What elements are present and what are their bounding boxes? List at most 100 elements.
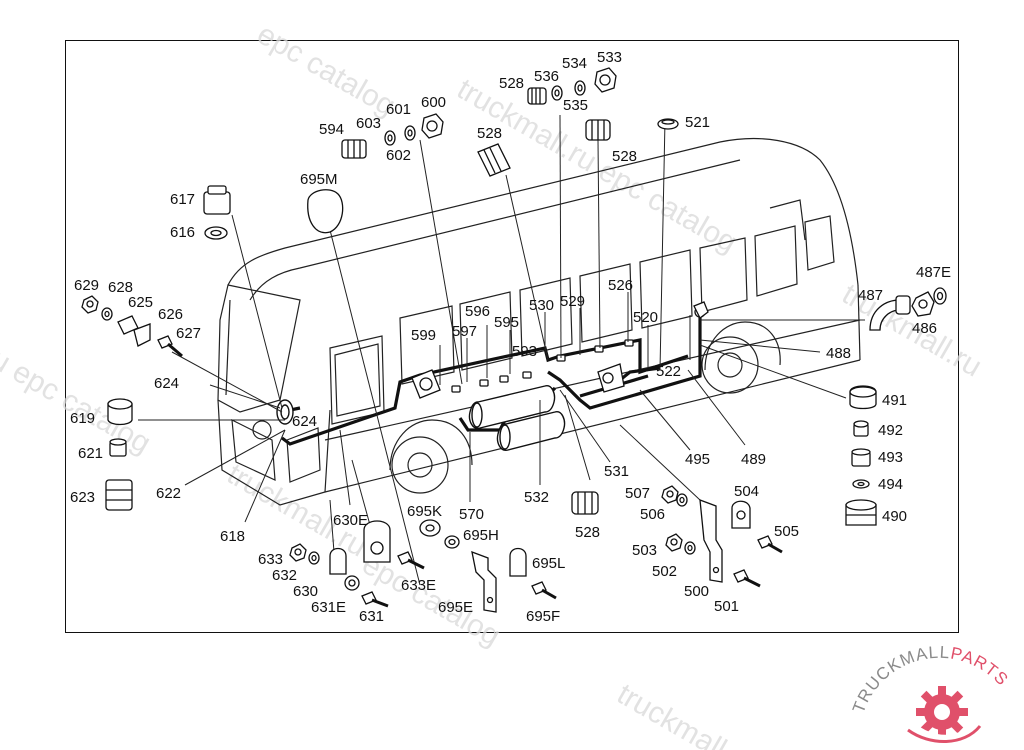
part-number-labels: 533 534 528 536 535 521 600 601 594 603 … <box>70 49 951 625</box>
ring-icon <box>404 125 416 141</box>
nut-icon <box>665 533 683 552</box>
part-label: 504 <box>734 483 759 500</box>
fitting-icon <box>571 491 599 515</box>
part-label: 570 <box>459 506 484 523</box>
part-label: 528 <box>612 148 637 165</box>
part-label: 695H <box>463 527 499 544</box>
bus-body <box>217 137 861 506</box>
part-label: 627 <box>176 325 201 342</box>
part-label: 533 <box>597 49 622 66</box>
bracket-icon <box>471 550 497 613</box>
part-label: 625 <box>128 294 153 311</box>
cap-icon <box>307 189 344 234</box>
valve-599 <box>411 369 441 399</box>
part-label: 487 <box>858 287 883 304</box>
part-label: 506 <box>640 506 665 523</box>
truckmall-parts-logo: TRUCKMALLPARTS <box>849 643 1012 743</box>
part-label: 505 <box>774 523 799 540</box>
part-label: 695K <box>407 503 442 520</box>
ring-icon <box>933 287 947 305</box>
part-label: 594 <box>319 121 344 138</box>
nut-icon <box>661 485 679 504</box>
part-label: 534 <box>562 55 587 72</box>
part-label: 491 <box>882 392 907 409</box>
connector-icon <box>107 398 133 426</box>
part-label: 488 <box>826 345 851 362</box>
part-label: 500 <box>684 583 709 600</box>
ring-icon <box>444 535 460 549</box>
part-label: 695L <box>532 555 565 572</box>
part-label: 520 <box>633 309 658 326</box>
part-label: 631E <box>311 599 346 616</box>
part-label: 528 <box>575 524 600 541</box>
part-label: 626 <box>158 306 183 323</box>
part-label: 618 <box>220 528 245 545</box>
gear-icon <box>907 686 982 743</box>
part-label: 522 <box>656 363 681 380</box>
part-label: 600 <box>421 94 446 111</box>
valve-520 <box>597 363 625 393</box>
part-label: 501 <box>714 598 739 615</box>
part-label: 632 <box>272 567 297 584</box>
part-label: 595 <box>494 314 519 331</box>
part-label: 603 <box>356 115 381 132</box>
bolt-icon <box>397 551 425 570</box>
part-label: 599 <box>411 327 436 344</box>
clamp-icon <box>657 118 679 130</box>
nut-icon <box>81 295 99 314</box>
part-label: 503 <box>632 542 657 559</box>
fitting-icon <box>341 139 367 159</box>
part-label: 495 <box>685 451 710 468</box>
part-label: 628 <box>108 279 133 296</box>
part-label: 487E <box>916 264 951 281</box>
part-label: 601 <box>386 101 411 118</box>
ring-icon <box>204 226 228 240</box>
fitting-icon <box>477 143 511 177</box>
logo-text-part2: PARTS <box>949 644 1012 690</box>
cap-icon <box>849 385 877 410</box>
part-label: 593 <box>512 343 537 360</box>
part-label: 630 <box>293 583 318 600</box>
part-label: 695M <box>300 171 338 188</box>
part-label: 630E <box>333 512 368 529</box>
nut-icon <box>594 67 617 93</box>
bolt-icon <box>733 569 761 588</box>
ring-icon <box>852 479 870 489</box>
part-label: 526 <box>608 277 633 294</box>
part-label: 597 <box>452 323 477 340</box>
watermark-text: epc catalog <box>252 17 401 122</box>
ring-icon <box>344 575 360 591</box>
nut-icon <box>911 291 935 317</box>
rear-coupling <box>693 301 709 319</box>
fitting-icon <box>527 87 547 105</box>
part-label: 695E <box>438 599 473 616</box>
part-label: 633E <box>401 577 436 594</box>
sleeve-icon <box>853 420 869 437</box>
ring-icon <box>676 493 688 507</box>
part-label: 619 <box>70 410 95 427</box>
part-label: 490 <box>882 508 907 525</box>
part-label: 532 <box>524 489 549 506</box>
part-label: 536 <box>534 68 559 85</box>
bolt-icon <box>157 335 183 358</box>
diagram-frame <box>65 40 959 633</box>
part-label: 621 <box>78 445 103 462</box>
bolt-icon <box>361 591 389 608</box>
ring-icon <box>551 85 563 101</box>
part-label: 622 <box>156 485 181 502</box>
part-label: 617 <box>170 191 195 208</box>
part-label: 623 <box>70 489 95 506</box>
elbow-icon <box>869 295 911 331</box>
part-label: 493 <box>878 449 903 466</box>
part-label: 507 <box>625 485 650 502</box>
watermark-text: ru epc catalog <box>0 337 156 460</box>
part-label: 633 <box>258 551 283 568</box>
ring-icon <box>101 307 113 321</box>
clip-icon <box>329 547 347 575</box>
part-label: 528 <box>499 75 524 92</box>
part-label: 521 <box>685 114 710 131</box>
part-label: 695F <box>526 608 560 625</box>
fitting-icon <box>585 119 611 141</box>
air-tanks <box>468 385 566 451</box>
